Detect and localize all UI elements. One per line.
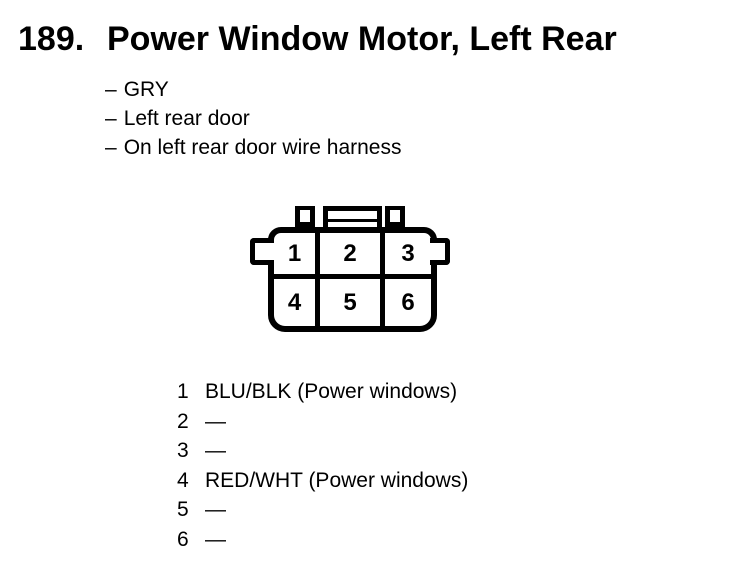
pin-number: 2 xyxy=(177,409,189,433)
connector-body-outline xyxy=(268,227,437,332)
pin-wire: RED/WHT (Power windows) xyxy=(205,468,469,492)
pin-wire: — xyxy=(205,439,226,462)
detail-item-location: – Left rear door xyxy=(105,104,401,133)
connector-details-list: – GRY – Left rear door – On left rear do… xyxy=(105,75,401,162)
connector-grid-divider xyxy=(380,233,385,326)
pinout-row: 6 — xyxy=(177,525,468,555)
pinout-row: 1 BLU/BLK (Power windows) xyxy=(177,377,468,407)
pin-cell-1: 1 xyxy=(287,239,302,267)
detail-text: On left rear door wire harness xyxy=(123,136,402,159)
pin-wire: BLU/BLK (Power windows) xyxy=(205,380,458,403)
detail-text: Left rear door xyxy=(123,107,250,130)
pin-number: 5 xyxy=(177,498,189,521)
dash-bullet: – xyxy=(105,78,117,101)
pin-cell-6: 6 xyxy=(401,288,415,316)
detail-item-harness: – On left rear door wire harness xyxy=(105,133,401,162)
pin-wire: — xyxy=(205,409,226,433)
entry-header: 189. Power Window Motor, Left Rear xyxy=(18,20,617,59)
latch-ridge xyxy=(328,219,377,222)
pin-cell-5: 5 xyxy=(343,288,357,316)
entry-title: Power Window Motor, Left Rear xyxy=(107,20,617,58)
pinout-row: 5 — xyxy=(177,495,468,525)
entry-number: 189. xyxy=(18,20,85,58)
pin-number: 1 xyxy=(177,380,189,403)
pin-cell-3: 3 xyxy=(401,239,415,267)
dash-bullet: – xyxy=(105,107,117,130)
pinout-row: 3 — xyxy=(177,436,468,466)
pin-cell-2: 2 xyxy=(343,239,357,267)
connector-mount-ear-right-icon xyxy=(430,238,450,265)
pinout-list: 1 BLU/BLK (Power windows) 2 — 3 — 4 RED/… xyxy=(177,377,468,554)
dash-bullet: – xyxy=(105,136,117,159)
pinout-row: 2 — xyxy=(177,407,468,437)
pinout-row: 4 RED/WHT (Power windows) xyxy=(177,466,468,496)
connector-mount-ear-left-icon xyxy=(250,238,274,265)
pin-number: 4 xyxy=(177,468,189,492)
connector-grid-divider xyxy=(315,233,320,326)
pin-number: 3 xyxy=(177,439,189,462)
connector-latch-icon xyxy=(323,206,382,227)
detail-text: GRY xyxy=(123,78,169,101)
connector-grid-divider xyxy=(274,274,431,279)
pin-number: 6 xyxy=(177,527,189,551)
connector-top-tab-left-icon xyxy=(295,206,315,228)
detail-item-color: – GRY xyxy=(105,75,401,104)
pin-wire: — xyxy=(205,498,226,521)
pin-wire: — xyxy=(205,527,226,551)
connector-diagram: 1 2 3 4 5 6 xyxy=(250,205,455,337)
pin-cell-4: 4 xyxy=(287,288,302,316)
connector-top-tab-right-icon xyxy=(385,206,405,228)
